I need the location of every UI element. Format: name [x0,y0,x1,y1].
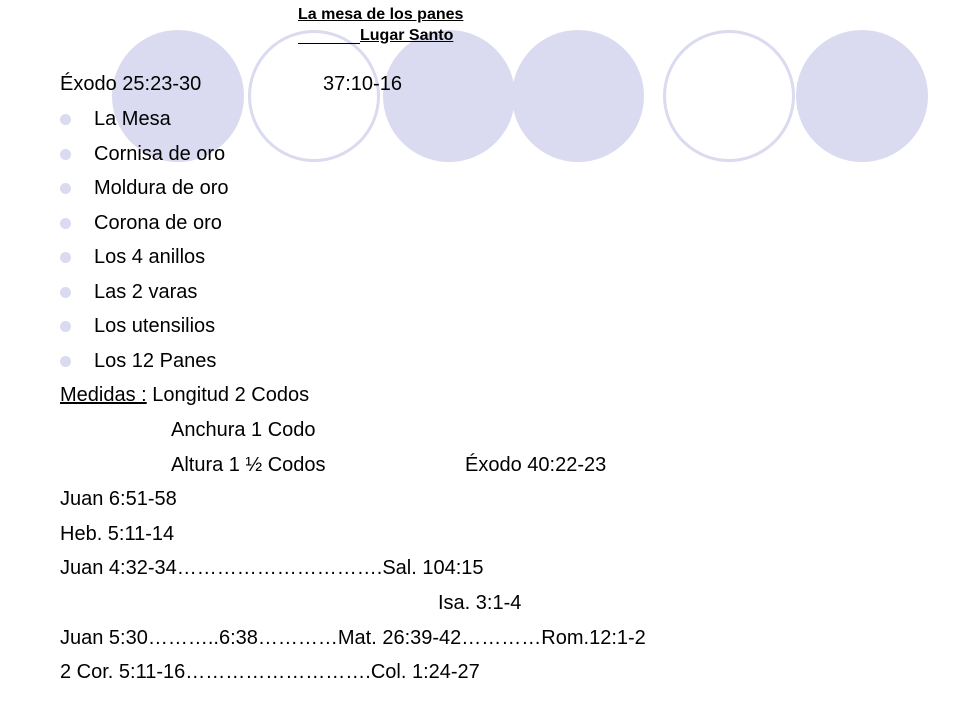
bullet-icon [60,149,71,160]
bullet-icon [60,287,71,298]
decorative-circle [112,30,244,162]
list-item-label: Moldura de oro [94,177,229,199]
scripture-ref: Heb. 5:11-14 [60,523,175,545]
altura-line: Altura 1 ½ Codos Éxodo 40:22-23 [171,453,606,477]
list-item-label: Los utensilios [94,315,216,337]
list-item-label: Los 4 anillos [94,246,206,268]
exodo-ref: Éxodo 25:23-30 [60,73,202,95]
list-item-label: Cornisa de oro [94,143,226,165]
bullet-icon [60,252,71,263]
altura-ref: Éxodo 40:22-23 [465,454,607,476]
reference-line: Éxodo 25:23-30 37:10-16 [60,72,402,96]
scripture-ref: Juan 5:30………..6:38…………Mat. 26:39-42…………R… [60,627,646,649]
decorative-circle [796,30,928,162]
bullet-icon [60,356,71,367]
title-line-2: Lugar Santo [298,25,463,46]
medidas-line: Medidas : Longitud 2 Codos [60,383,309,407]
scripture-ref: Juan 4:32-34………………………….Sal. 104:15 [60,557,484,579]
list-item-label: Las 2 varas [94,281,198,303]
medidas-longitud: Longitud 2 Codos [152,384,310,406]
list-item-label: Corona de oro [94,212,222,234]
exodo-ref-2: 37:10-16 [323,73,402,95]
bullet-icon [60,114,71,125]
scripture-ref: Juan 6:51-58 [60,488,177,510]
anchura-line: Anchura 1 Codo [171,419,316,441]
slide-title: La mesa de los panes Lugar Santo [298,4,463,46]
list-item-label: La Mesa [94,108,171,130]
scripture-ref: Isa. 3:1-4 [438,592,522,614]
list-item-label: Los 12 Panes [94,350,217,372]
medidas-label: Medidas : [60,384,147,406]
title-line-1: La mesa de los panes [298,6,464,23]
altura-value: Altura 1 ½ Codos [171,454,326,476]
bullet-icon [60,218,71,229]
decorative-circle [383,30,515,162]
decorative-circle-outline [663,30,795,162]
bullet-icon [60,321,71,332]
decorative-circle [512,30,644,162]
scripture-ref: 2 Cor. 5:11-16……………………….Col. 1:24-27 [60,661,480,683]
bullet-icon [60,183,71,194]
decorative-circle-outline [248,30,380,162]
